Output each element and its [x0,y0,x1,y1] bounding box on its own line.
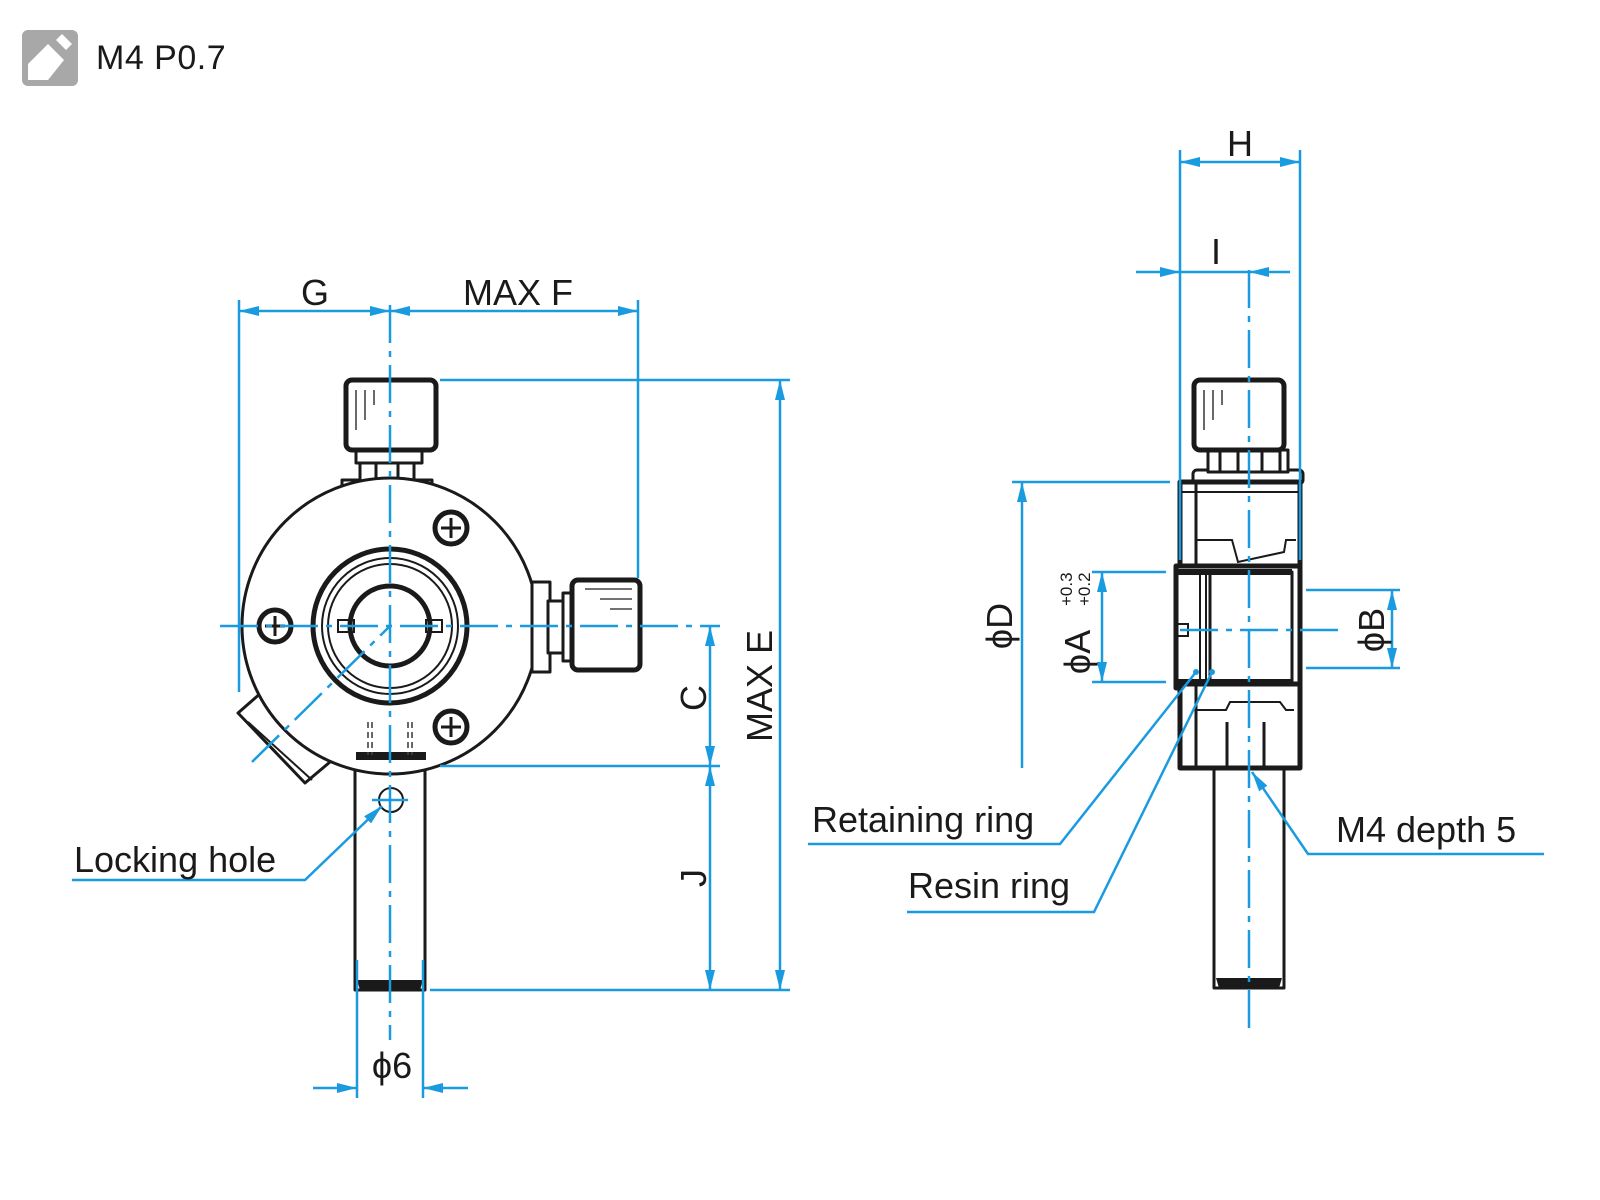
screw [432,708,470,746]
callout-locking-hole: Locking hole [74,839,276,880]
thread-tap-icon [22,30,78,86]
ring-holder [1173,563,1303,691]
dim-label-max-f: MAX F [463,272,573,313]
dim-label-max-e: MAX E [739,630,780,742]
dim-label-d: ϕD [979,603,1020,649]
callout-retaining-ring: Retaining ring [812,799,1034,840]
callout-resin-ring: Resin ring [908,865,1070,906]
dim-label-a: ϕA [1057,630,1098,674]
housing-lower [1177,681,1303,771]
header: M4 P0.7 [22,30,226,86]
dim-tolerance-upper: +0.3 [1057,572,1076,606]
side-view: H I ϕD ϕA +0.3 +0.2 ϕB Retaining ring Re… [808,123,1544,1028]
dim-label-g: G [301,272,329,313]
angled-centerline [251,625,391,763]
dim-label-c: C [673,685,714,711]
dim-label-b: ϕB [1351,608,1392,652]
resin-ring-leader [907,671,1214,914]
hidden-lines [367,722,413,755]
housing-upper [1177,479,1303,575]
front-view: G MAX F MAX E C J ϕ6 Locking hole [72,272,790,1098]
dim-label-h: H [1227,123,1253,164]
dim-label-post-diameter: ϕ6 [372,1045,412,1086]
dim-label-j: J [673,869,714,887]
callout-tapped-hole: M4 depth 5 [1336,809,1516,850]
thread-spec-title: M4 P0.7 [96,38,227,77]
dim-label-i: I [1211,231,1221,272]
locking-hole-leader [72,805,383,882]
retaining-ring-leader [808,671,1197,846]
screw [432,509,470,547]
dim-tolerance-lower: +0.2 [1075,572,1094,606]
tapped-hole-leader [1250,771,1544,856]
